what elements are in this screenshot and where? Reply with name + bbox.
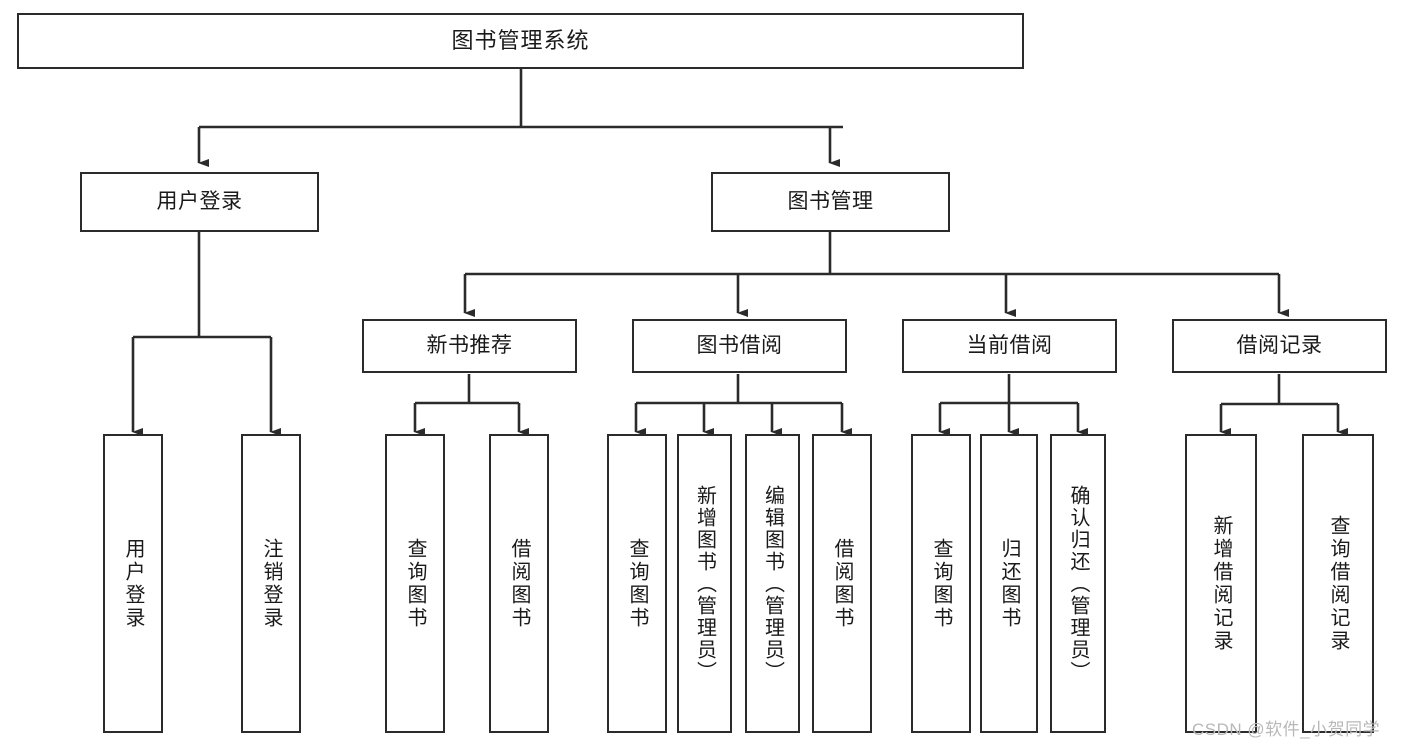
node-label: 确认归还（管理员） — [1067, 484, 1089, 683]
leaf-return-book[interactable]: 归还图书 — [980, 434, 1038, 733]
node-book-management[interactable]: 图书管理 — [711, 172, 950, 232]
node-label: 查询图书 — [626, 537, 648, 630]
node-label: 归还图书 — [998, 537, 1020, 630]
node-label: 注销登录 — [260, 537, 282, 630]
leaf-borrow-book-borrow[interactable]: 借阅图书 — [812, 434, 872, 733]
node-label: 图书管理系统 — [451, 28, 590, 54]
node-label: 新增借阅记录 — [1210, 514, 1232, 653]
node-user-login[interactable]: 用户登录 — [80, 172, 319, 232]
leaf-edit-book[interactable]: 编辑图书（管理员） — [745, 434, 800, 733]
node-borrow-record[interactable]: 借阅记录 — [1172, 319, 1387, 373]
leaf-query-book-borrow[interactable]: 查询图书 — [607, 434, 667, 733]
node-new-book-recommend[interactable]: 新书推荐 — [362, 319, 577, 373]
node-label: 查询借阅记录 — [1327, 514, 1349, 653]
leaf-borrow-book-recommend[interactable]: 借阅图书 — [489, 434, 549, 733]
leaf-user-login[interactable]: 用户登录 — [103, 434, 163, 733]
leaf-query-book-current[interactable]: 查询图书 — [911, 434, 971, 733]
leaf-query-borrow-record[interactable]: 查询借阅记录 — [1302, 434, 1374, 733]
node-label: 当前借阅 — [966, 333, 1053, 357]
node-label: 编辑图书（管理员） — [761, 484, 784, 683]
node-label: 新书推荐 — [426, 333, 513, 357]
node-label: 图书借阅 — [696, 333, 783, 357]
leaf-add-borrow-record[interactable]: 新增借阅记录 — [1185, 434, 1257, 733]
node-label: 用户登录 — [156, 189, 243, 213]
node-current-borrow[interactable]: 当前借阅 — [902, 319, 1117, 373]
node-label: 查询图书 — [404, 537, 426, 630]
node-label: 用户登录 — [122, 537, 144, 630]
node-label: 借阅记录 — [1236, 333, 1323, 357]
node-root-book-management-system[interactable]: 图书管理系统 — [17, 13, 1024, 69]
node-label: 查询图书 — [930, 537, 952, 630]
node-label: 借阅图书 — [831, 537, 853, 630]
leaf-confirm-return[interactable]: 确认归还（管理员） — [1050, 434, 1106, 733]
node-book-borrow[interactable]: 图书借阅 — [632, 319, 847, 373]
node-label: 新增图书（管理员） — [693, 484, 716, 683]
leaf-add-book[interactable]: 新增图书（管理员） — [677, 434, 732, 733]
leaf-logout[interactable]: 注销登录 — [241, 434, 301, 733]
leaf-query-book-recommend[interactable]: 查询图书 — [385, 434, 445, 733]
node-label: 借阅图书 — [508, 537, 530, 630]
node-label: 图书管理 — [787, 189, 874, 213]
